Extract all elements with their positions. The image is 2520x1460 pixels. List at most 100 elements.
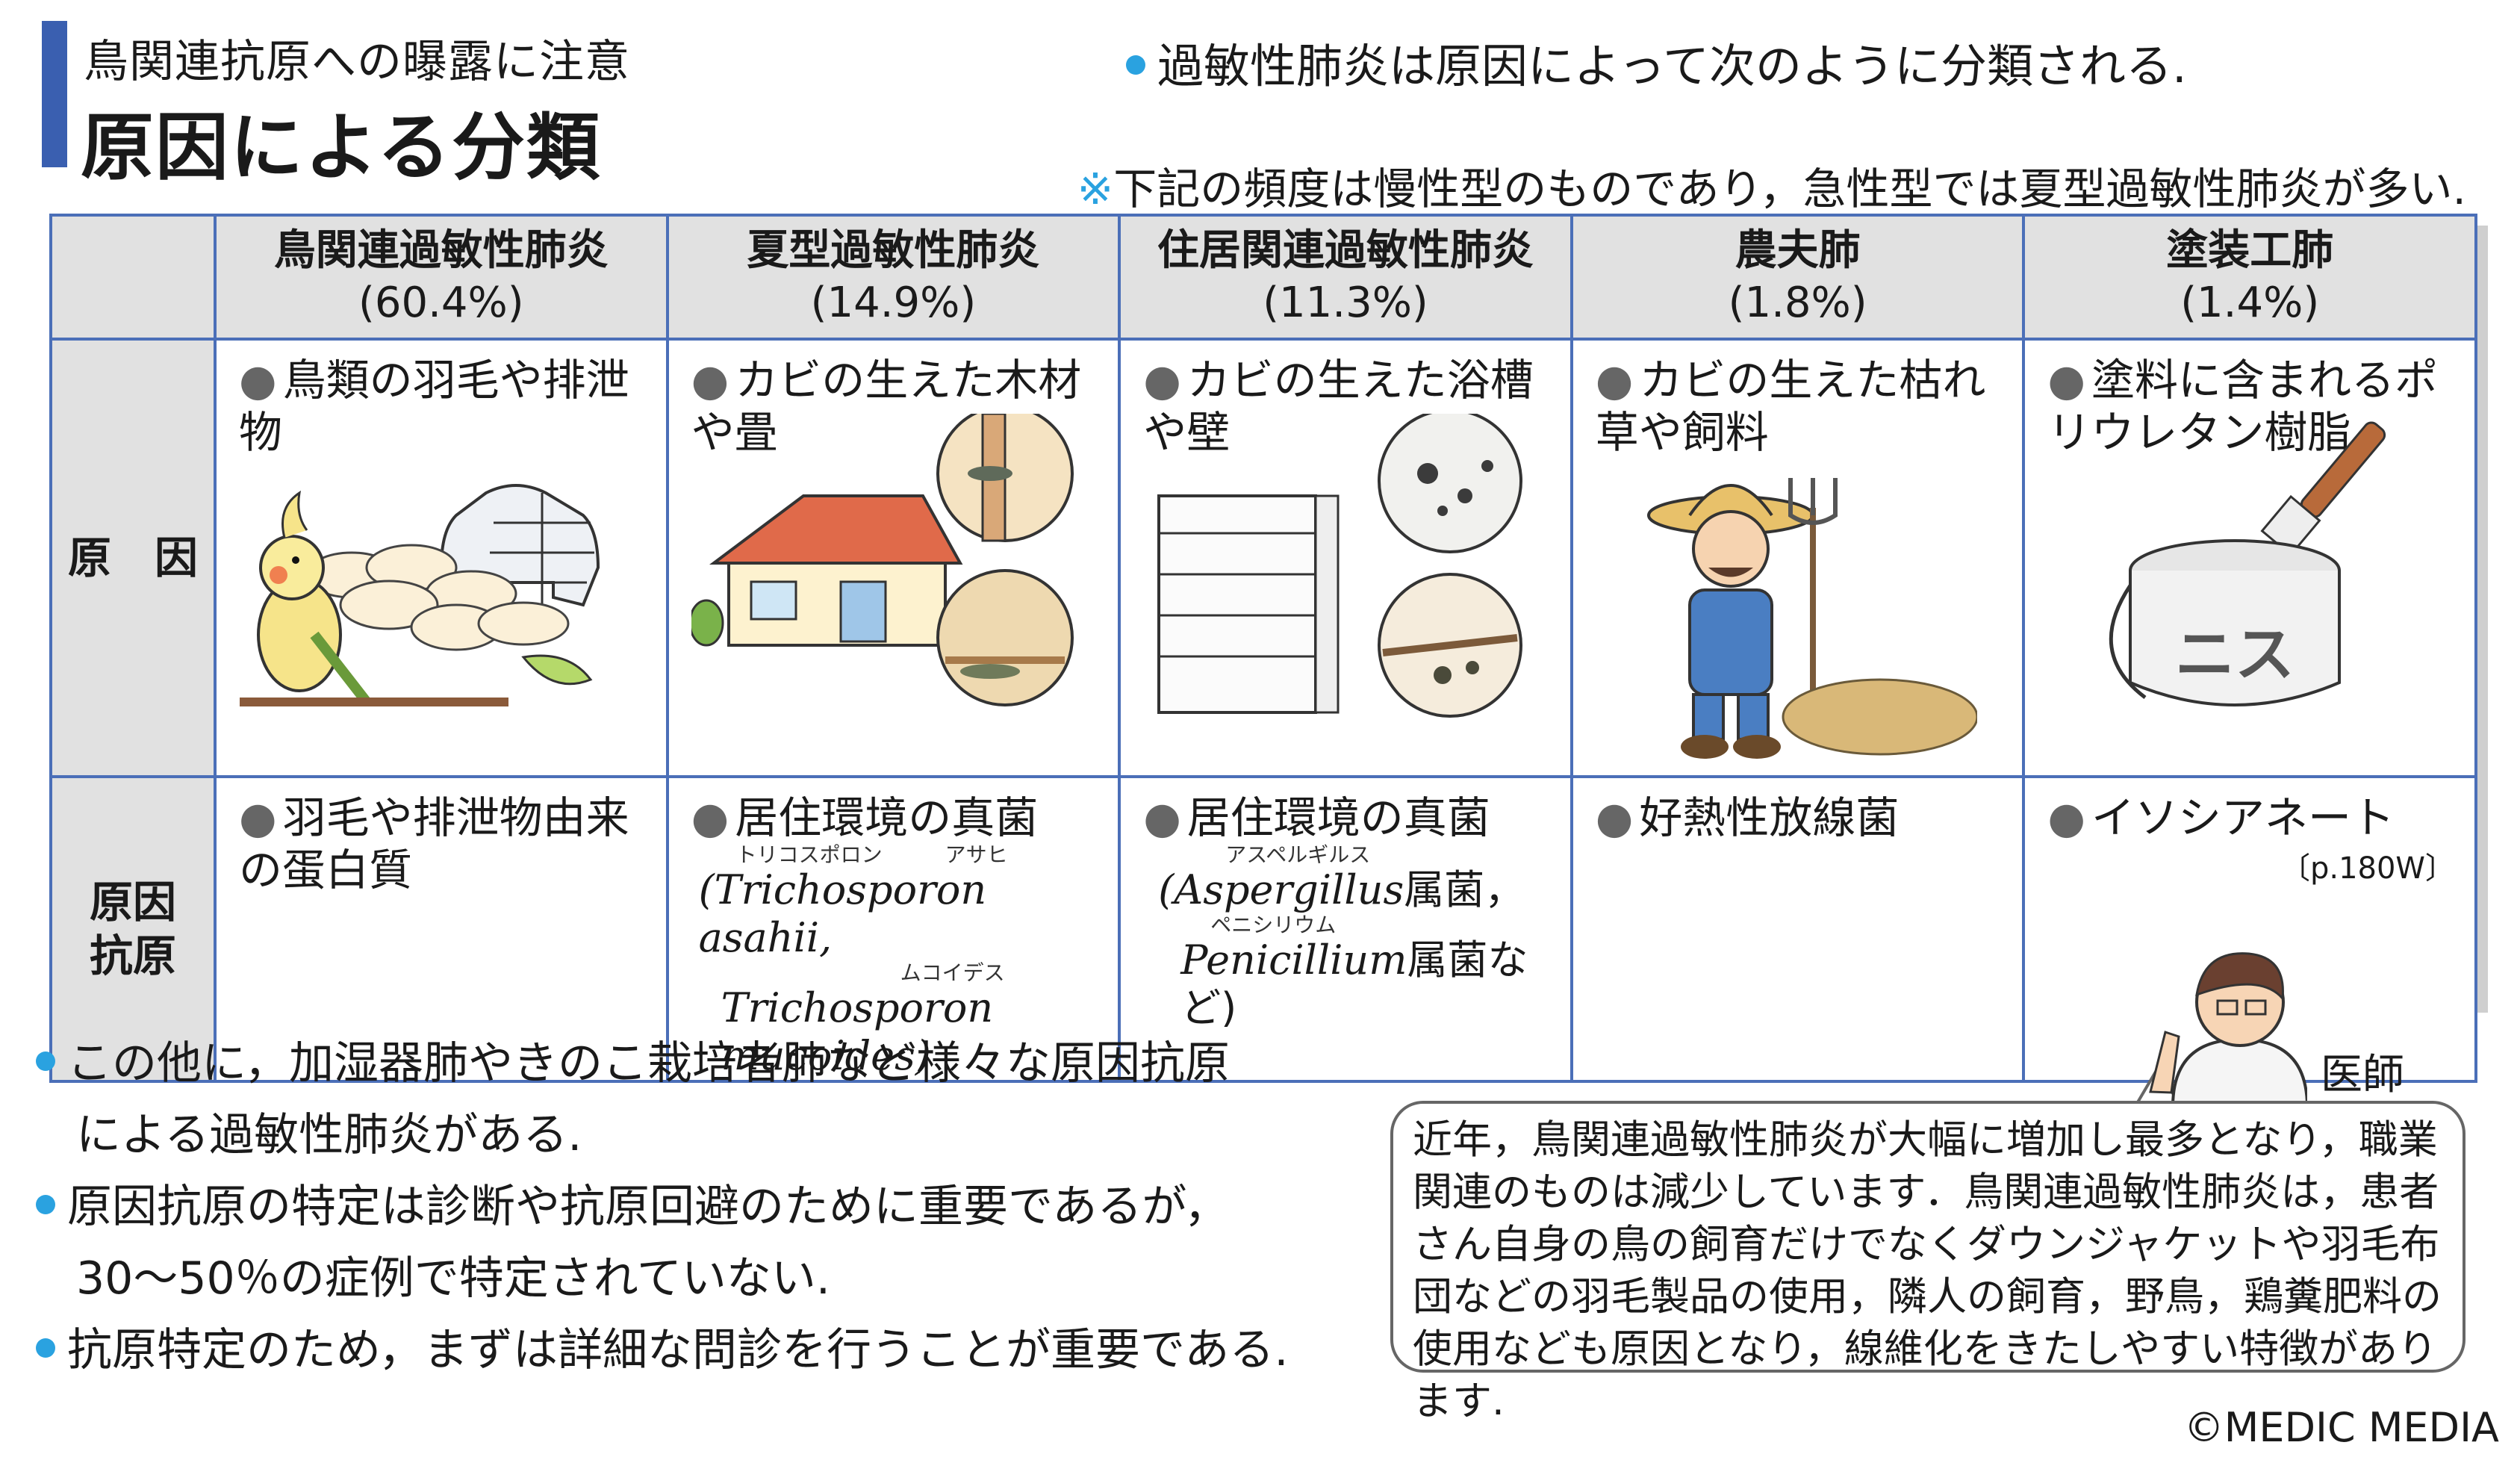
organism-name: Trichosporon mucoides)	[721, 984, 994, 1079]
antigen-text: ●好熱性放線菌	[1595, 792, 1900, 843]
cause-label: 塗料に含まれるポリウレタン樹脂	[2047, 355, 2438, 458]
antigen-label: イソシアネート	[2091, 792, 2395, 843]
list-item-text: 抗原特定のため，まずは詳細な問診を行うことが重要である.	[67, 1324, 1289, 1376]
cause-text: ●カビの生えた浴槽や壁	[1143, 355, 1534, 458]
disease-name: 夏型過敏性肺炎	[747, 226, 1040, 275]
frequency-value: (60.4%)	[358, 279, 524, 327]
page-subtitle: 鳥関連抗原への曝露に注意	[84, 36, 630, 88]
cause-text: ●鳥類の羽毛や排泄物	[239, 355, 629, 458]
antigen-label: 居住環境の真菌	[1186, 792, 1490, 843]
cause-text: ●カビの生えた枯れ草や飼料	[1595, 355, 1986, 458]
antigen-text: ●居住環境の真菌	[691, 792, 1039, 843]
bird-feather-illustration	[239, 484, 600, 706]
disease-name: 住居関連過敏性肺炎	[1157, 226, 1534, 275]
column-header: 鳥関連過敏性肺炎(60.4%)	[214, 214, 669, 341]
frequency-value: (1.8%)	[1728, 279, 1867, 327]
farmer-icon	[1646, 484, 1814, 759]
doctor-icon	[2149, 952, 2307, 1107]
cause-text: ●塗料に含まれるポリウレタン樹脂	[2047, 355, 2438, 458]
reference-mark-icon: ※	[1077, 164, 1114, 214]
cause-cell: ●塗料に含まれるポリウレタン樹脂 ニス	[2022, 338, 2477, 778]
doctor-label: 医師	[2321, 1051, 2404, 1099]
bullet-dot-icon	[36, 1051, 55, 1072]
bullet-dot-icon	[36, 1338, 55, 1358]
cause-label: カビの生えた木材や畳	[691, 355, 1082, 458]
moldy-apartment-illustration	[1157, 414, 1522, 718]
varnish-can-icon: ニス	[2109, 539, 2342, 706]
list-item-text: この他に，加湿器肺やきのこ栽培者肺など様々な原因抗原	[67, 1037, 1230, 1090]
row-header-antigen: 原因抗原	[49, 775, 217, 1083]
organism-suffix: 属菌など)	[1180, 936, 1528, 1031]
speech-bubble: 近年，鳥関連過敏性肺炎が大幅に増加し最多となり，職業関連のものは減少しています．…	[1390, 1101, 2465, 1424]
organism-ruby: アスペルギルス	[1225, 842, 1371, 867]
disease-name: 農夫肺	[1735, 226, 1861, 275]
cause-text: ●カビの生えた木材や畳	[691, 355, 1082, 458]
pitchfork-icon	[1788, 478, 1838, 709]
cause-row: 原 因 ●鳥類の羽毛や排泄物	[49, 338, 2477, 778]
antigen-label: 好熱性放線菌	[1639, 792, 1900, 843]
frequency-value: (1.4%)	[2180, 279, 2320, 327]
disease-name: 塗装工肺	[2166, 226, 2334, 275]
page-title: 原因による分類	[81, 105, 602, 190]
apartment-building-icon	[1157, 494, 1340, 714]
classification-table: 鳥関連過敏性肺炎(60.4%) 夏型過敏性肺炎(14.9%) 住居関連過敏性肺炎…	[49, 214, 2477, 1083]
intro-text: 過敏性肺炎は原因によって次のように分類される.	[1126, 28, 2187, 96]
antigen-cell: ●居住環境の真菌 トリコスポロン アサヒ (Trichosporon asahi…	[665, 775, 1121, 1083]
mold-closeup-icon	[1377, 414, 1522, 718]
organism-name: (Trichosporon asahii,	[698, 866, 987, 961]
antigen-cell: ●好熱性放線菌	[1569, 775, 2026, 1083]
title-accent-bar	[42, 21, 67, 167]
column-header: 夏型過敏性肺炎(14.9%)	[665, 214, 1121, 341]
intro-label: 過敏性肺炎は原因によって次のように分類される.	[1157, 39, 2187, 93]
organism-ruby: ペニシリウム	[1210, 913, 1337, 937]
bottom-bullet-list: この他に，加湿器肺やきのこ栽培者肺など様々な原因抗原 による過敏性肺炎がある. …	[36, 1028, 1350, 1386]
column-header: 塗装工肺(1.4%)	[2022, 214, 2477, 341]
bullet-dot-icon	[36, 1195, 55, 1215]
list-item-continuation: 30～50％の症例で特定されていない.	[76, 1252, 830, 1305]
antigen-label: 羽毛や排泄物由来の蛋白質	[239, 792, 629, 895]
feather-pile-icon	[305, 544, 570, 651]
cause-label: カビの生えた浴槽や壁	[1143, 355, 1534, 458]
frequency-note: ※下記の頻度は慢性型のものであり，急性型では夏型過敏性肺炎が多い.	[1077, 154, 2466, 217]
antigen-cell: ●羽毛や排泄物由来の蛋白質	[214, 775, 669, 1083]
antigen-text: ●羽毛や排泄物由来の蛋白質	[239, 792, 629, 895]
page-reference: 〔p.180W〕	[2280, 851, 2455, 886]
row-header-cause: 原 因	[49, 338, 217, 778]
frequency-value: (11.3%)	[1263, 279, 1428, 327]
cause-label: 鳥類の羽毛や排泄物	[239, 355, 629, 458]
list-item: この他に，加湿器肺やきのこ栽培者肺など様々な原因抗原	[36, 1028, 1350, 1099]
column-header: 農夫肺(1.8%)	[1569, 214, 2026, 341]
list-item: 原因抗原の特定は診断や抗原回避のために重要であるが，	[36, 1171, 1350, 1243]
antigen-label: 居住環境の真菌	[735, 792, 1039, 843]
antigen-text: ●居住環境の真菌	[1143, 792, 1490, 843]
list-item: 抗原特定のため，まずは詳細な問診を行うことが重要である.	[36, 1314, 1350, 1386]
organism-name: (Aspergillus属菌，	[1121, 866, 1570, 914]
copyright: ©MEDIC MEDIA	[2183, 1404, 2499, 1451]
antigen-text: ●イソシアネート	[2047, 792, 2395, 843]
organism-genus: Penicillium	[1180, 936, 1407, 984]
note-label: 下記の頻度は慢性型のものであり，急性型では夏型過敏性肺炎が多い.	[1113, 164, 2466, 214]
cause-cell: ●カビの生えた浴槽や壁	[1118, 338, 1573, 778]
table-corner	[49, 214, 217, 341]
moldy-house-illustration	[691, 414, 1074, 706]
list-item-continuation: による過敏性肺炎がある.	[76, 1109, 582, 1161]
cause-label: カビの生えた枯れ草や飼料	[1595, 355, 1986, 458]
organism-name: Penicillium属菌など)	[1121, 936, 1570, 1032]
hay-pile-icon	[1782, 678, 1977, 756]
cockatiel-icon	[256, 490, 371, 706]
green-feather-icon	[521, 654, 593, 686]
farmer-illustration	[1646, 478, 1977, 759]
list-item-text: 原因抗原の特定は診断や抗原回避のために重要であるが，	[67, 1181, 1229, 1233]
table-header-row: 鳥関連過敏性肺炎(60.4%) 夏型過敏性肺炎(14.9%) 住居関連過敏性肺炎…	[49, 214, 2477, 341]
cause-cell: ●鳥類の羽毛や排泄物	[214, 338, 669, 778]
cause-cell: ●カビの生えた枯れ草や飼料	[1569, 338, 2026, 778]
frequency-value: (14.9%)	[810, 279, 977, 327]
varnish-can-illustration: ニス	[2109, 421, 2386, 706]
house-icon	[691, 494, 963, 647]
row-header-line: 原因	[89, 877, 176, 928]
can-label: ニス	[2175, 620, 2295, 689]
antigen-cell: ●居住環境の真菌 アスペルギルス (Aspergillus属菌， ペニシリウム …	[1118, 775, 1573, 1083]
row-header-line: 抗原	[89, 931, 176, 981]
mold-closeup-icon	[936, 414, 1074, 706]
organism-ruby: トリコスポロン アサヒ	[735, 842, 1008, 867]
